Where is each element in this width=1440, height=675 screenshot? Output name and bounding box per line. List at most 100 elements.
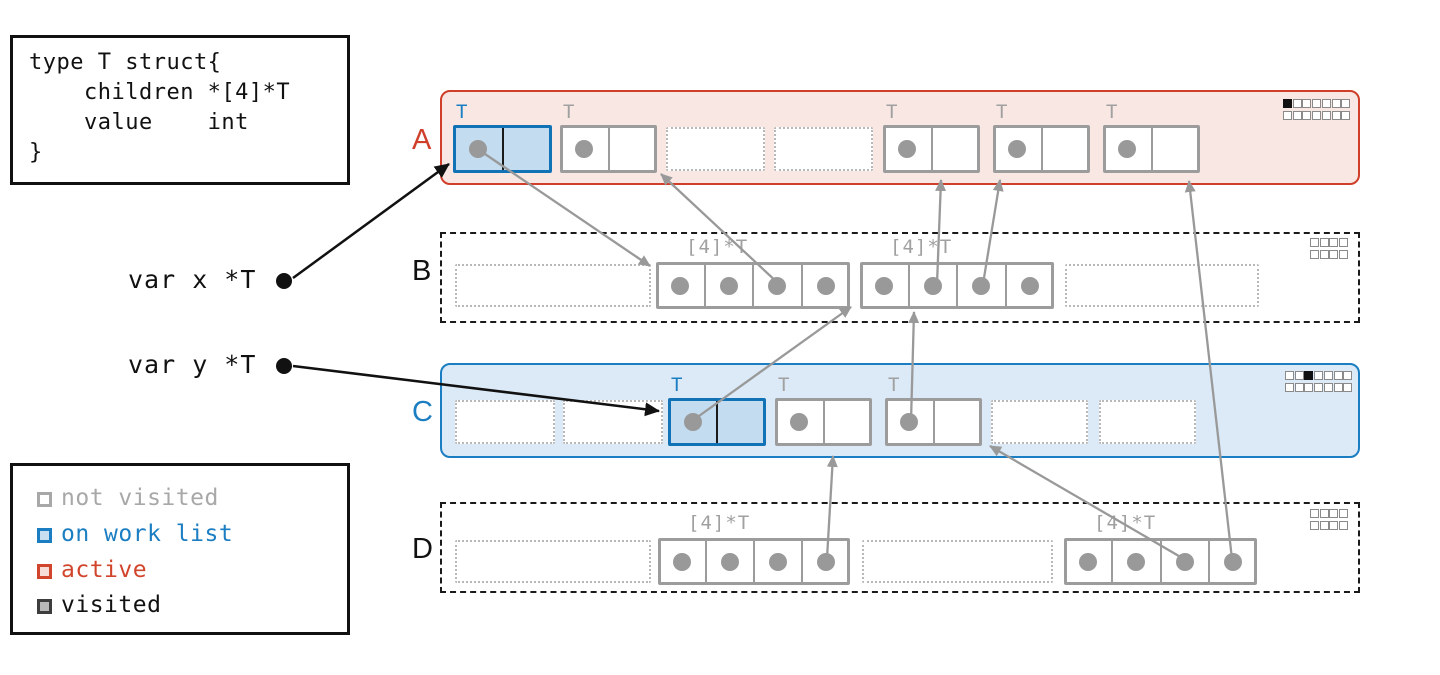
mark-bitmap-cell <box>1343 383 1353 392</box>
field-divider <box>607 128 610 170</box>
legend-swatch-active <box>37 564 52 579</box>
array-element-dot <box>816 276 835 295</box>
mark-bitmap-cell <box>1339 250 1349 259</box>
mark-bitmap-cell <box>1319 521 1329 530</box>
legend-swatch-not-visited <box>37 492 52 507</box>
mark-bitmap-cell <box>1283 99 1292 108</box>
array-element-dot <box>768 276 787 295</box>
object-type-label: T <box>1106 101 1119 123</box>
free-slot <box>862 540 1053 583</box>
free-slot <box>455 264 651 307</box>
array-element-dot <box>1175 552 1194 571</box>
mark-bitmap-cell <box>1310 509 1319 518</box>
mark-bitmap-cell <box>1339 509 1349 518</box>
cell-divider <box>753 541 755 582</box>
cell-divider <box>703 265 706 306</box>
pointer-field-dot <box>898 140 917 158</box>
mark-bitmap-cell <box>1314 371 1324 380</box>
cell-divider <box>956 265 958 306</box>
row-label-d: D <box>412 533 433 565</box>
stack-variable-dot <box>276 358 292 374</box>
row-label-a: A <box>412 124 432 156</box>
mark-bitmap-cell <box>1331 99 1341 108</box>
mark-bitmap-cell <box>1312 111 1322 120</box>
mark-bitmap-cell <box>1319 238 1329 247</box>
free-slot <box>991 400 1088 444</box>
field-divider <box>1040 128 1043 170</box>
free-slot <box>666 127 765 171</box>
mark-bitmap-cell <box>1321 111 1331 120</box>
mark-bitmap-cell <box>1329 250 1339 259</box>
mark-bitmap-cell <box>1283 111 1292 120</box>
free-slot <box>455 400 555 444</box>
legend-label-on-work-list: on work list <box>61 521 234 547</box>
mark-bitmap-cell <box>1333 383 1343 392</box>
cell-divider <box>1207 541 1210 582</box>
mark-bitmap-cell <box>1302 99 1312 108</box>
cell-divider <box>801 541 803 582</box>
mark-bitmap-cell <box>1310 238 1319 247</box>
pointer-field-dot <box>1008 140 1027 158</box>
object-type-label: T <box>888 374 901 396</box>
pointer-field-dot <box>683 413 702 431</box>
row-label-c: C <box>412 396 433 428</box>
legend-label-active: active <box>61 557 148 583</box>
array-element-dot <box>1079 552 1098 571</box>
mark-bitmap-cell <box>1319 250 1329 259</box>
mark-bitmap-cell <box>1302 111 1312 120</box>
object-type-label: T <box>671 374 684 396</box>
free-slot <box>774 127 873 171</box>
array-element-dot <box>817 552 835 571</box>
array-element-dot <box>923 276 942 295</box>
mark-bitmap-cell <box>1341 99 1351 108</box>
array-element-dot <box>1127 552 1146 571</box>
array-element-dot <box>673 552 691 571</box>
field-divider <box>1150 128 1153 170</box>
mark-bitmap-cell <box>1314 383 1324 392</box>
cell-divider <box>1111 541 1114 582</box>
legend-label-not-visited: not visited <box>61 485 219 511</box>
legend-label-visited: visited <box>61 592 162 618</box>
legend-swatch-visited <box>37 599 52 614</box>
mark-bitmap-cell <box>1331 111 1341 120</box>
mark-bitmap-cell <box>1310 521 1319 530</box>
mark-bitmap-cell <box>1294 371 1304 380</box>
object-type-label: T <box>778 374 791 396</box>
mark-bitmap-cell <box>1329 521 1339 530</box>
var-y-label: var y *T <box>128 350 257 379</box>
object-type-label: T <box>886 101 899 123</box>
mark-bitmap-cell <box>1323 371 1333 380</box>
mark-bitmap-cell <box>1285 383 1294 392</box>
array-type-label: [4]*T <box>890 236 953 258</box>
field-divider <box>501 128 504 170</box>
code-line: children *[4]*T <box>29 80 291 105</box>
mark-bitmap-cell <box>1339 238 1349 247</box>
cell-divider <box>907 265 910 306</box>
free-slot <box>1099 400 1196 444</box>
code-line: } <box>29 140 43 165</box>
array-type-label: [4]*T <box>1094 512 1157 534</box>
array-type-label: [4]*T <box>686 236 749 258</box>
cell-divider <box>1159 541 1162 582</box>
array-element-dot <box>1223 552 1242 571</box>
field-divider <box>932 401 935 443</box>
field-divider <box>716 401 718 443</box>
mark-bitmap-cell <box>1292 99 1302 108</box>
code-line: type T struct{ <box>29 50 222 75</box>
array-element-dot <box>769 552 787 571</box>
array-element-dot <box>875 276 894 295</box>
mark-bitmap-cell <box>1292 111 1302 120</box>
free-slot <box>455 540 651 583</box>
mark-bitmap-cell <box>1323 383 1333 392</box>
cell-divider <box>800 265 803 306</box>
array-element-dot <box>972 276 991 295</box>
legend-box: not visited on work list active visited <box>10 463 350 635</box>
var-x-label: var x *T <box>128 265 257 294</box>
row-label-b: B <box>412 255 432 287</box>
mark-bitmap-cell <box>1333 371 1343 380</box>
mark-bitmap-cell <box>1343 371 1353 380</box>
object-type-label: T <box>563 101 576 123</box>
mark-bitmap-cell <box>1319 509 1329 518</box>
mark-bitmap-cell <box>1329 238 1339 247</box>
